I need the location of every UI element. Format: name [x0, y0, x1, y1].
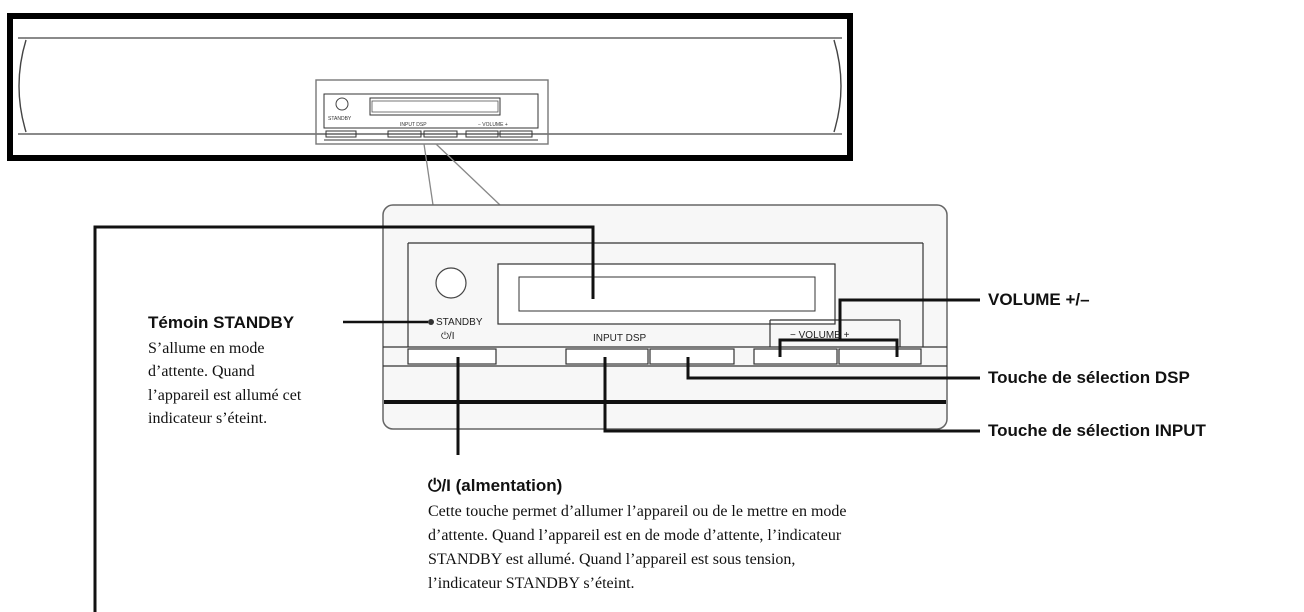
- mini-sensor: [335, 97, 349, 111]
- panel-base-bar: [384, 400, 946, 404]
- enlarged-panel: [382, 204, 948, 430]
- volume-leader-plus: [840, 338, 899, 357]
- sensor-window: [435, 267, 467, 299]
- panel-standby-label: STANDBY: [436, 317, 483, 328]
- soundbar-right-curve: [833, 39, 842, 133]
- mini-input-button: [387, 130, 422, 138]
- mini-standby-label: STANDBY: [328, 116, 352, 122]
- mini-volume-label: − VOLUME +: [478, 122, 508, 128]
- input-callout-title: Touche de sélection INPUT: [988, 421, 1206, 440]
- panel-input-dsp-label: INPUT DSP: [593, 333, 647, 344]
- standby-line-3: l’appareil est allumé cet: [148, 387, 302, 404]
- standby-line-1: S’allume en mode: [148, 340, 265, 357]
- volume-plus-button: [838, 348, 922, 365]
- display-leader: [93, 225, 595, 612]
- volume-minus-button: [753, 348, 838, 365]
- standby-led: [428, 319, 434, 325]
- volume-callout-title: VOLUME +/–: [988, 290, 1090, 309]
- standby-line-2: d’attente. Quand: [148, 363, 255, 380]
- power-line-2: d’attente. Quand l’appareil est en de mo…: [428, 527, 842, 544]
- power-button: [407, 348, 497, 365]
- dsp-callout-title: Touche de sélection DSP: [988, 368, 1190, 387]
- mini-panel-highlight: [315, 79, 549, 145]
- zoom-line-left: [423, 143, 434, 206]
- dsp-button: [649, 348, 735, 365]
- display-inner: [518, 276, 816, 312]
- leader-lines: [93, 225, 980, 612]
- power-line-3: STANDBY est allumé. Quand l’appareil est…: [428, 551, 796, 568]
- zoom-wedge: [423, 143, 501, 206]
- mini-power-button: [325, 130, 357, 138]
- soundbar-left-curve: [18, 39, 27, 133]
- input-button: [565, 348, 649, 365]
- input-leader: [603, 357, 980, 433]
- soundbar-unit: [7, 13, 853, 161]
- power-line-1: Cette touche permet d’allumer l’appareil…: [428, 503, 847, 520]
- panel-volume-label: − VOLUME +: [790, 330, 850, 341]
- power-callout-title: ⏻/I (almentation): [428, 476, 563, 495]
- mini-volume-minus: [465, 130, 499, 138]
- mini-display: [369, 97, 501, 116]
- mini-input-dsp-label: INPUT DSP: [400, 122, 427, 128]
- dsp-leader: [686, 357, 980, 380]
- mini-dsp-button: [423, 130, 458, 138]
- panel-power-label: ⏻/I: [441, 331, 455, 342]
- zoom-line-right: [435, 143, 501, 206]
- mini-display-inner: [371, 100, 499, 113]
- power-line-4: l’indicateur STANDBY s’éteint.: [428, 575, 635, 592]
- standby-callout-title: Témoin STANDBY: [148, 313, 295, 332]
- mini-volume-plus: [499, 130, 533, 138]
- standby-line-4: indicateur s’éteint.: [148, 410, 268, 427]
